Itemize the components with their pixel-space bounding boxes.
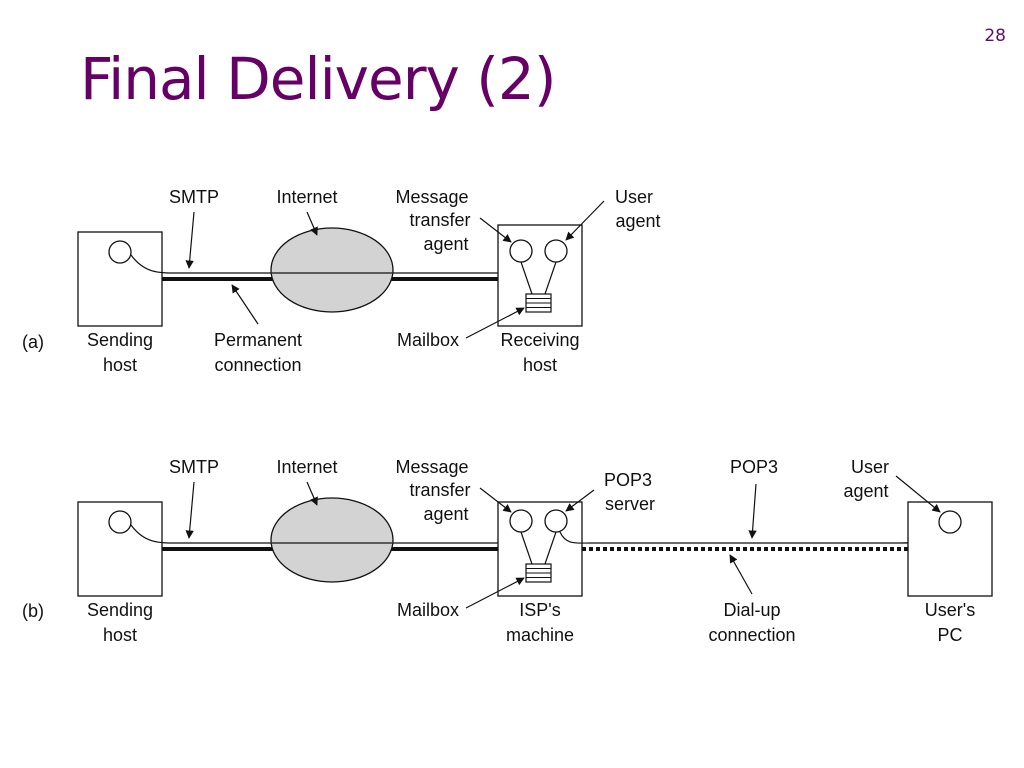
message-transfer-agent-label: transfer — [409, 480, 470, 500]
slide-title: Final Delivery (2) — [80, 45, 556, 113]
mailbox-icon — [525, 563, 552, 583]
mailbox-pointer — [465, 577, 525, 609]
internet-pointer — [306, 481, 318, 506]
internet-label: Internet — [276, 187, 337, 207]
users-pc-label: PC — [937, 625, 962, 645]
pop3-server-icon — [544, 509, 568, 533]
message-transfer-agent-label: Message — [395, 457, 468, 477]
dialup-connection-label: Dial-up — [723, 600, 780, 620]
message-transfer-agent-pointer — [479, 217, 512, 243]
sending-host-label: Sending — [87, 600, 153, 620]
isp-machine-label: machine — [506, 625, 574, 645]
internet-cloud-icon — [270, 497, 394, 583]
user-agent-icon — [544, 239, 568, 263]
diagram-a-tag: (a) — [22, 332, 44, 352]
message-transfer-agent-label: transfer — [409, 210, 470, 230]
message-transfer-agent-label: Message — [395, 187, 468, 207]
receiving-host-label: host — [523, 355, 557, 375]
user-agent-pointer — [895, 475, 941, 513]
user-agent-icon — [938, 510, 962, 534]
mailbox-link-lines — [520, 261, 557, 295]
sending-host-agent-icon — [108, 510, 132, 534]
internet-cloud-icon — [270, 227, 394, 313]
permanent-connection-label: Permanent — [214, 330, 302, 350]
mailbox-link-lines — [520, 531, 557, 565]
dialup-connection-label: connection — [708, 625, 795, 645]
permanent-connection-label: connection — [214, 355, 301, 375]
user-agent-label: User — [615, 187, 653, 207]
user-agent-label: User — [851, 457, 889, 477]
smtp-label: SMTP — [169, 187, 219, 207]
pop3-label: POP3 — [730, 457, 778, 477]
pop3-server-label: server — [605, 494, 655, 514]
pop3-server-pointer — [565, 489, 595, 512]
message-transfer-agent-icon — [509, 509, 533, 533]
message-transfer-agent-icon — [509, 239, 533, 263]
mailbox-label: Mailbox — [397, 330, 459, 350]
receiving-host-label: Receiving — [500, 330, 579, 350]
users-pc-label: User's — [925, 600, 975, 620]
page-number: 28 — [984, 26, 1006, 46]
smtp-pointer — [185, 481, 195, 539]
message-transfer-agent-pointer — [479, 487, 512, 513]
user-agent-label: agent — [843, 481, 888, 501]
pop3-pointer — [748, 483, 757, 539]
sending-host-label: Sending — [87, 330, 153, 350]
sending-host-label: host — [103, 355, 137, 375]
mailbox-pointer — [465, 307, 525, 339]
smtp-label: SMTP — [169, 457, 219, 477]
isp-machine-label: ISP's — [519, 600, 560, 620]
diagram-b: (b) Sending host SMTP Internet Message t… — [22, 457, 993, 645]
mailbox-icon — [525, 293, 552, 313]
diagram-a: (a) Sending host SMTP Internet Permanent… — [22, 187, 661, 375]
internet-label: Internet — [276, 457, 337, 477]
message-transfer-agent-label: agent — [423, 504, 468, 524]
user-agent-pointer — [565, 200, 605, 241]
dialup-connection-pointer — [729, 554, 753, 595]
permanent-connection-pointer — [231, 284, 259, 325]
internet-pointer — [306, 211, 318, 236]
diagram-b-tag: (b) — [22, 601, 44, 621]
user-agent-label: agent — [615, 211, 660, 231]
sending-host-agent-icon — [108, 240, 132, 264]
mailbox-label: Mailbox — [397, 600, 459, 620]
message-transfer-agent-label: agent — [423, 234, 468, 254]
smtp-pointer — [185, 211, 195, 269]
pop3-server-label: POP3 — [604, 470, 652, 490]
sending-host-label: host — [103, 625, 137, 645]
